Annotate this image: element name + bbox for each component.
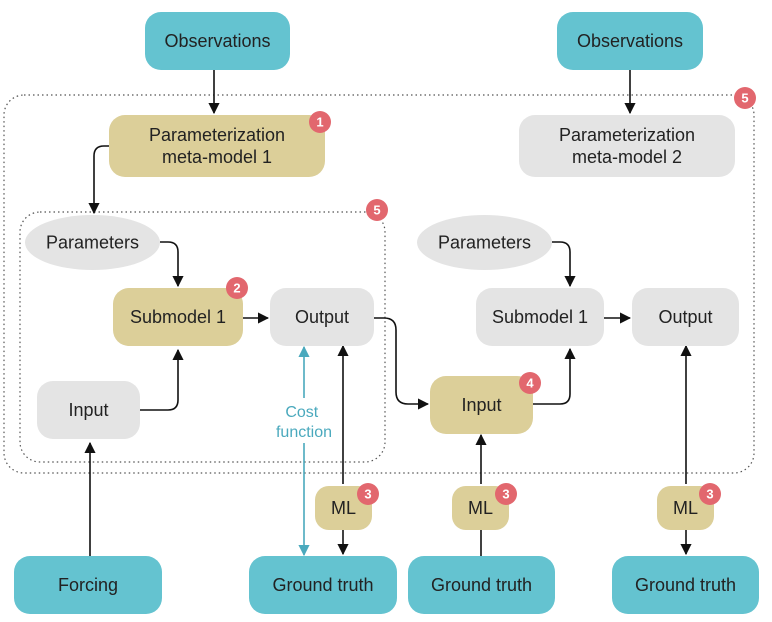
input-node: Input bbox=[37, 381, 140, 439]
ground-truth-node: Ground truth bbox=[612, 556, 759, 614]
ml-node-label: ML bbox=[331, 498, 356, 518]
submodel-1-node-label: Submodel 1 bbox=[492, 307, 588, 327]
ground-truth-node-shape bbox=[612, 556, 759, 614]
ground-truth-node-shape bbox=[249, 556, 397, 614]
step-badge-circle bbox=[226, 277, 248, 299]
output-node-label: Output bbox=[295, 307, 349, 327]
step-badge: 5 bbox=[366, 199, 388, 221]
step-badge-circle bbox=[519, 372, 541, 394]
ground-truth-node-label: Ground truth bbox=[635, 575, 736, 595]
ground-truth-node: Ground truth bbox=[408, 556, 555, 614]
ml-node-label: ML bbox=[468, 498, 493, 518]
cost-function-label-line-1: Cost bbox=[285, 404, 318, 421]
submodel-1-node-label: Submodel 1 bbox=[130, 307, 226, 327]
forcing-node: Forcing bbox=[14, 556, 162, 614]
input-node-label: Input bbox=[461, 395, 501, 415]
arrow-input-to-submodel-1 bbox=[140, 348, 184, 411]
output-node-shape bbox=[270, 288, 374, 346]
step-badge: 1 bbox=[309, 111, 331, 133]
parameters-node-shape bbox=[25, 215, 160, 270]
step-badge-circle bbox=[309, 111, 331, 133]
submodel-1-node-shape bbox=[476, 288, 604, 346]
input-node-shape bbox=[430, 376, 533, 434]
parameters-node-label: Parameters bbox=[46, 233, 139, 253]
observations-node: Observations bbox=[557, 12, 703, 70]
step-badge: 4 bbox=[519, 372, 541, 394]
arrow-parameters-2-to-submodel-2 bbox=[552, 241, 576, 288]
outer-model-region bbox=[3, 94, 755, 474]
ml-node: ML bbox=[452, 486, 509, 530]
ground-truth-node: Ground truth bbox=[249, 556, 397, 614]
step-badge-number: 1 bbox=[316, 115, 323, 130]
output-node-shape bbox=[632, 288, 739, 346]
ml-node-label: ML bbox=[673, 498, 698, 518]
parameters-node: Parameters bbox=[417, 215, 552, 270]
arrow-parameters-to-submodel-1 bbox=[160, 241, 184, 288]
observations-node-shape bbox=[145, 12, 290, 70]
parameters-node: Parameters bbox=[25, 215, 160, 270]
step-badge: 3 bbox=[357, 483, 379, 505]
ground-truth-node-label: Ground truth bbox=[272, 575, 373, 595]
observations-node-label: Observations bbox=[577, 31, 683, 51]
step-badge-number: 3 bbox=[502, 487, 509, 502]
step-badge: 3 bbox=[699, 483, 721, 505]
submodel-1-node: Submodel 1 bbox=[476, 288, 604, 346]
arrow-meta-model-1-to-parameters bbox=[88, 145, 109, 215]
observations-node-shape bbox=[557, 12, 703, 70]
step-badge-circle bbox=[366, 199, 388, 221]
forcing-node-label: Forcing bbox=[58, 575, 118, 595]
output-node: Output bbox=[632, 288, 739, 346]
ml-node-shape bbox=[452, 486, 509, 530]
step-badge-number: 5 bbox=[373, 203, 380, 218]
observations-node-label: Observations bbox=[164, 31, 270, 51]
step-badge: 5 bbox=[734, 87, 756, 109]
input-node: Input bbox=[430, 376, 533, 434]
observations-node: Observations bbox=[145, 12, 290, 70]
step-badge-circle bbox=[734, 87, 756, 109]
parameters-node-label: Parameters bbox=[438, 233, 531, 253]
parameterization-meta-model-1-node-shape bbox=[109, 115, 325, 177]
step-badge-number: 2 bbox=[233, 281, 240, 296]
submodel-1-node: Submodel 1 bbox=[113, 288, 243, 346]
step-badge-circle bbox=[699, 483, 721, 505]
parameterization-meta-model-2-node-shape bbox=[519, 115, 735, 177]
parameters-node-shape bbox=[417, 215, 552, 270]
step-badge-number: 3 bbox=[364, 487, 371, 502]
output-node: Output bbox=[270, 288, 374, 346]
step-badge: 2 bbox=[226, 277, 248, 299]
input-node-shape bbox=[37, 381, 140, 439]
step-badge-circle bbox=[357, 483, 379, 505]
ground-truth-node-label: Ground truth bbox=[431, 575, 532, 595]
step-badge-number: 5 bbox=[741, 91, 748, 106]
ground-truth-node-shape bbox=[408, 556, 555, 614]
forcing-node-shape bbox=[14, 556, 162, 614]
inner-model-region bbox=[19, 211, 386, 463]
arrow-input-2-to-submodel-2 bbox=[533, 347, 576, 405]
cost-function-label-line-2: function bbox=[276, 424, 332, 441]
submodel-1-node-shape bbox=[113, 288, 243, 346]
step-badge-circle bbox=[495, 483, 517, 505]
step-badge-number: 4 bbox=[526, 376, 534, 391]
connectors bbox=[84, 70, 692, 557]
cost-function-label: Cost function bbox=[276, 404, 332, 441]
input-node-label: Input bbox=[68, 400, 108, 420]
arrow-output-1-to-input-2 bbox=[374, 317, 430, 410]
step-badge-number: 3 bbox=[706, 487, 713, 502]
step-badge: 3 bbox=[495, 483, 517, 505]
output-node-label: Output bbox=[658, 307, 712, 327]
